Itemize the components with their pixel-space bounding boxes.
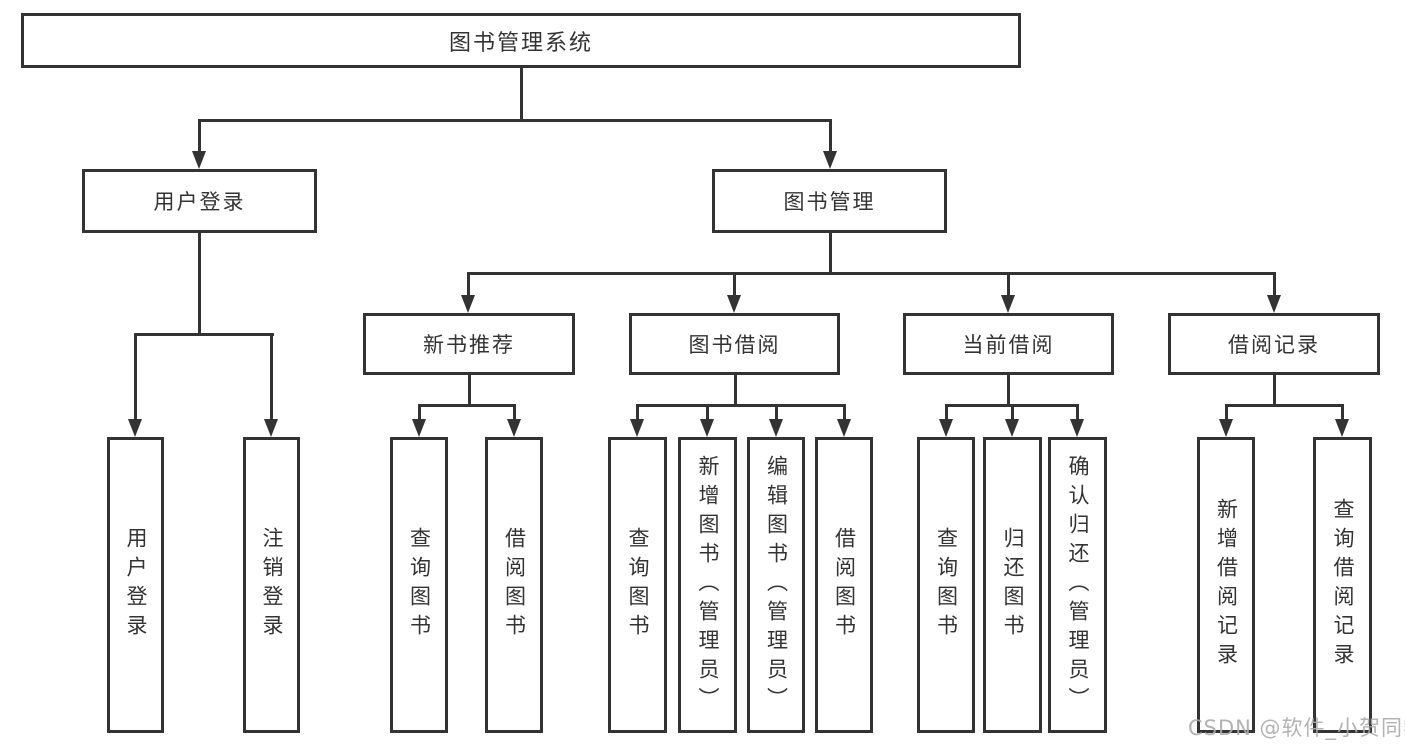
connector-line	[418, 404, 421, 422]
node-label: 查询图书	[626, 527, 650, 643]
connector-line	[468, 375, 471, 407]
node-new-book-recommend: 新书推荐	[363, 313, 575, 375]
connector-line	[1341, 404, 1344, 422]
connector-line	[520, 68, 523, 120]
arrow-down-icon	[630, 419, 644, 437]
csdn-watermark: CSDN @软件_小贺同学	[1188, 716, 1405, 740]
node-label: 借阅图书	[502, 527, 527, 643]
node-label: 图书借阅	[688, 333, 781, 357]
connector-line	[636, 404, 846, 407]
connector-line	[1007, 375, 1010, 407]
arrow-down-icon	[823, 151, 837, 169]
arrow-down-icon	[1219, 419, 1233, 437]
node-label: 用户登录	[153, 190, 246, 214]
connector-line	[829, 119, 832, 153]
connector-line	[1076, 404, 1079, 422]
arrow-down-icon	[264, 419, 278, 437]
node-label: 新增借阅记录	[1214, 498, 1239, 672]
connector-line	[1225, 404, 1228, 422]
connector-line	[198, 119, 201, 153]
leaf-records-add-record: 新增借阅记录	[1197, 437, 1255, 733]
connector-line	[1273, 375, 1276, 407]
node-book-borrow: 图书借阅	[629, 313, 840, 375]
arrow-down-icon	[192, 151, 206, 169]
arrow-down-icon	[727, 295, 741, 313]
connector-line	[636, 404, 639, 422]
arrow-down-icon	[412, 419, 426, 437]
arrow-down-icon	[769, 419, 783, 437]
node-label: 新书推荐	[423, 333, 515, 357]
node-book-management: 图书管理	[712, 169, 947, 233]
node-label: 借阅记录	[1228, 333, 1320, 357]
leaf-borrow-borrow-book: 借阅图书	[815, 437, 873, 733]
connector-line	[733, 272, 736, 298]
leaf-newrec-borrow-book: 借阅图书	[485, 437, 543, 733]
leaf-records-query-record: 查询借阅记录	[1313, 437, 1372, 733]
node-label: 用户登录	[124, 527, 148, 643]
arrow-down-icon	[461, 295, 475, 313]
arrow-down-icon	[128, 419, 142, 437]
connector-line	[1273, 272, 1276, 298]
node-label: 注销登录	[260, 527, 284, 643]
arrow-down-icon	[507, 419, 521, 437]
node-current-borrow: 当前借阅	[903, 313, 1114, 375]
connector-line	[1007, 272, 1010, 298]
arrow-down-icon	[939, 419, 953, 437]
arrow-down-icon	[700, 419, 714, 437]
connector-line	[945, 404, 948, 422]
connector-line	[513, 404, 516, 422]
connector-line	[418, 404, 516, 407]
node-library-management-system: 图书管理系统	[21, 13, 1021, 68]
node-label: 确认归还（管理员）	[1066, 454, 1090, 716]
connector-line	[134, 333, 137, 421]
connector-line	[198, 119, 832, 122]
leaf-borrow-query-book: 查询图书	[608, 437, 667, 733]
node-user-login: 用户登录	[82, 169, 317, 233]
arrow-down-icon	[1070, 419, 1084, 437]
connector-line	[1225, 404, 1344, 407]
connector-line	[829, 233, 832, 275]
node-label: 当前借阅	[962, 333, 1055, 357]
node-label: 查询图书	[407, 527, 432, 643]
connector-line	[775, 404, 778, 422]
leaf-borrow-add-book-admin: 新增图书（管理员）	[678, 437, 737, 733]
node-label: 图书管理	[783, 190, 876, 214]
arrow-down-icon	[1335, 419, 1349, 437]
connector-line	[467, 272, 470, 298]
arrow-down-icon	[1267, 295, 1281, 313]
leaf-borrow-edit-book-admin: 编辑图书（管理员）	[747, 437, 805, 733]
node-label: 图书管理系统	[448, 30, 593, 56]
node-label: 查询借阅记录	[1331, 498, 1355, 672]
leaf-user-login: 用户登录	[107, 437, 164, 733]
node-label: 编辑图书（管理员）	[764, 454, 789, 716]
arrow-down-icon	[837, 419, 851, 437]
arrow-down-icon	[1005, 419, 1019, 437]
connector-line	[706, 404, 709, 422]
connector-line	[734, 375, 737, 407]
leaf-current-confirm-return-admin: 确认归还（管理员）	[1048, 437, 1107, 733]
node-label: 归还图书	[1001, 527, 1025, 643]
node-label: 借阅图书	[832, 527, 857, 643]
connector-line	[134, 333, 274, 336]
leaf-current-return-book: 归还图书	[983, 437, 1042, 733]
node-label: 新增图书（管理员）	[696, 454, 720, 716]
connector-line	[843, 404, 846, 422]
node-borrow-records: 借阅记录	[1168, 313, 1380, 375]
connector-line	[198, 233, 201, 336]
connector-line	[467, 272, 1276, 275]
connector-line	[1011, 404, 1014, 422]
connector-line	[270, 333, 273, 421]
leaf-current-query-book: 查询图书	[917, 437, 975, 733]
leaf-newrec-query-book: 查询图书	[390, 437, 448, 733]
node-label: 查询图书	[934, 527, 959, 643]
arrow-down-icon	[1001, 295, 1015, 313]
leaf-logout: 注销登录	[243, 437, 300, 733]
